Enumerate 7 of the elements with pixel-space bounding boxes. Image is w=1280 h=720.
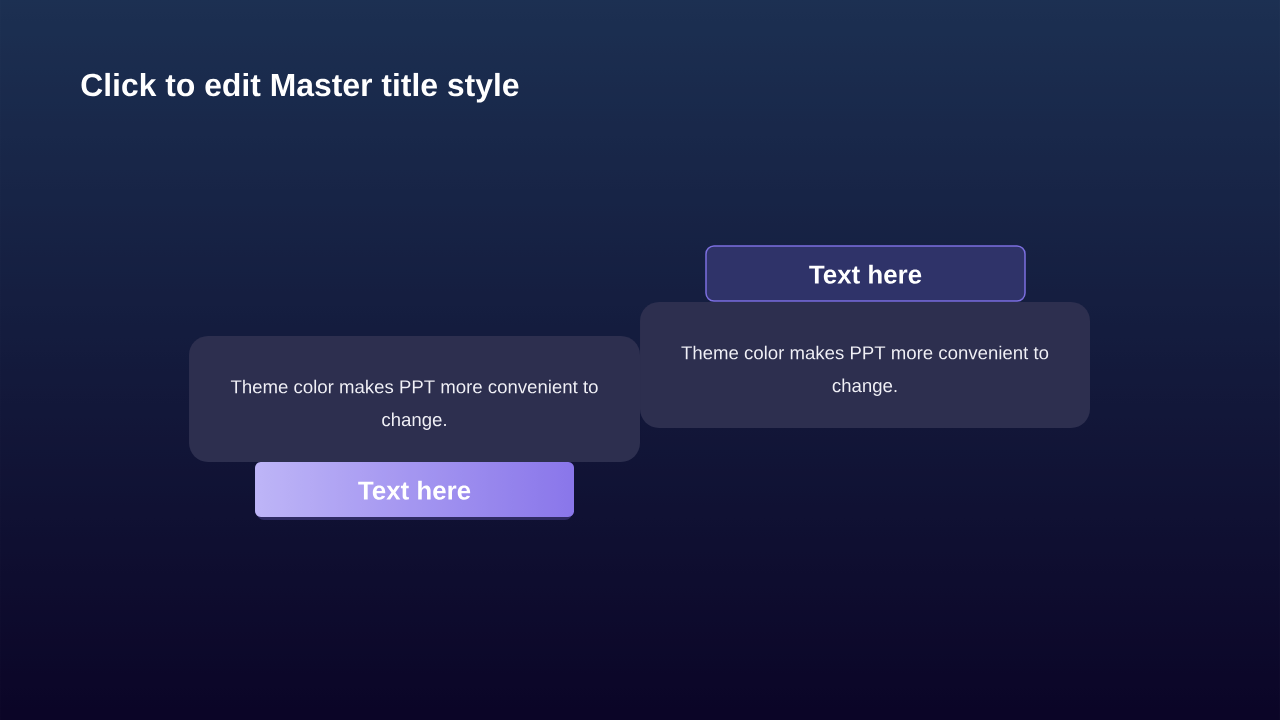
- heading-bar: Text here: [705, 245, 1026, 302]
- heading-bar: Text here: [255, 462, 574, 520]
- node-label: Theme color makes PPT more convenient to change.: [230, 379, 598, 430]
- text-card: Theme color makes PPT more convenient to change.: [640, 302, 1090, 428]
- node-label: Theme color makes PPT more convenient to change.: [681, 345, 1049, 396]
- slide-title: Click to edit Master title style: [81, 72, 519, 103]
- text-card: Theme color makes PPT more convenient to change.: [189, 336, 640, 462]
